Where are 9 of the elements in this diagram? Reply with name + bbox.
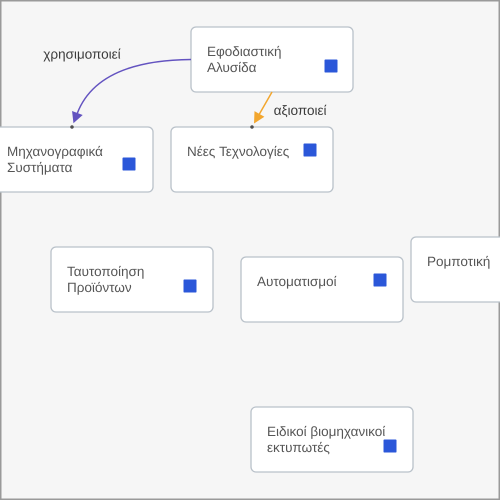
concept-box: Ειδικοί βιομηχανικοί εκτυπωτές	[250, 406, 414, 473]
edge-label: αξιοποιεί	[272, 103, 328, 119]
concept-box: Νέες Τεχνολογίες	[170, 126, 334, 193]
concept-box: Εφοδιαστική Αλυσίδα	[190, 26, 354, 93]
edge-label: χρησιμοποιεί	[42, 47, 122, 63]
concept-box: Μηχανογραφικά Συστήματα	[0, 126, 154, 193]
concept-box: Ταυτοποίηση Προϊόντων	[50, 246, 214, 313]
concept-box: Ρομποτική	[410, 236, 500, 303]
concept-box: Αυτοματισμοί	[240, 256, 404, 323]
